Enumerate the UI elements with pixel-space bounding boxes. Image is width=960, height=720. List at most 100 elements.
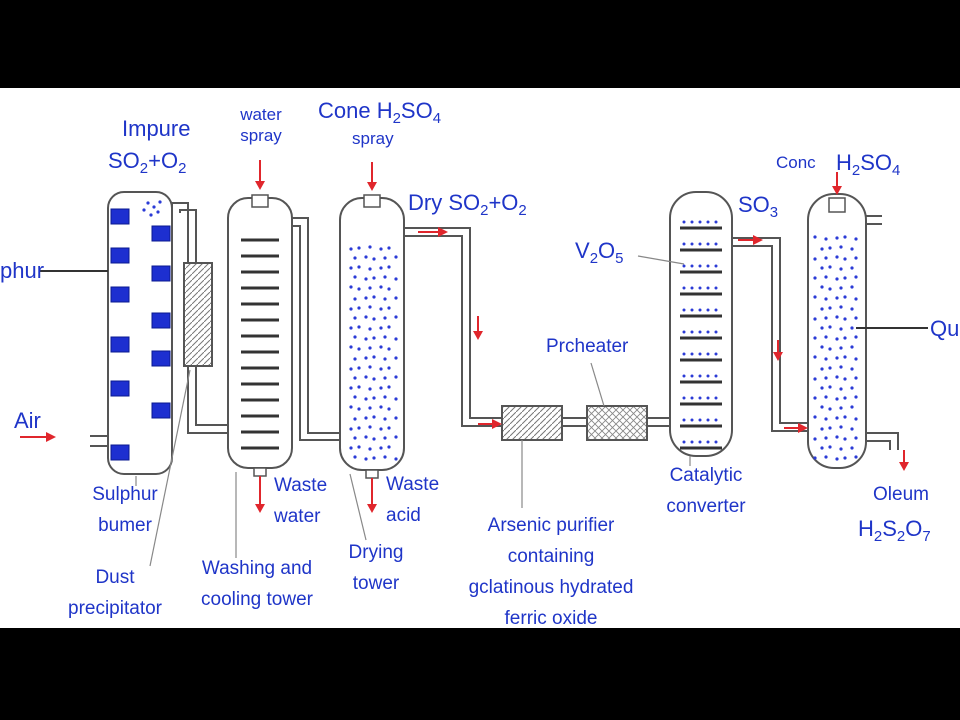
- packing-dot: [835, 457, 839, 461]
- packing-dot: [835, 375, 839, 379]
- packing-dot: [387, 347, 391, 351]
- dust-precipitator: [183, 262, 213, 367]
- packing-dot: [353, 335, 357, 339]
- packing-dot: [372, 317, 376, 321]
- air-arrow: [20, 432, 56, 442]
- packing-dot: [368, 267, 372, 271]
- packing-dot: [349, 446, 353, 450]
- packing-dot: [349, 386, 353, 390]
- packing-dot: [824, 275, 828, 279]
- packing-dot: [839, 346, 843, 350]
- label-v2o5: V2O5: [575, 238, 624, 268]
- packing-dot: [828, 407, 832, 411]
- packing-dot: [387, 306, 391, 310]
- packing-dot: [353, 357, 357, 361]
- packing-dot: [379, 266, 383, 270]
- catalyst-dot: [682, 286, 686, 290]
- packing-dot: [843, 355, 847, 359]
- catalyst-dot: [682, 440, 686, 444]
- packing-dot: [813, 257, 817, 261]
- packing-dot: [850, 345, 854, 349]
- packing-dot: [824, 395, 828, 399]
- packing-dot: [364, 356, 368, 360]
- packing-dot: [368, 387, 372, 391]
- packing-dot: [820, 386, 824, 390]
- packing-dot: [383, 436, 387, 440]
- so3-arrow: [738, 235, 763, 245]
- packing-dot: [835, 255, 839, 259]
- packing-dot: [353, 455, 357, 459]
- packing-dot: [839, 387, 843, 391]
- packing-dot: [839, 267, 843, 271]
- catalyst-dot: [706, 374, 710, 378]
- packing-dot: [835, 296, 839, 300]
- packing-dot: [828, 366, 832, 370]
- packing-dot: [379, 307, 383, 311]
- catalyst-dot: [682, 242, 686, 246]
- packing-dot: [368, 346, 372, 350]
- packing-dot: [828, 306, 832, 310]
- packing-dot: [353, 297, 357, 301]
- catalyst-dot: [706, 440, 710, 444]
- packing-dot: [368, 327, 372, 331]
- packing-dot: [383, 357, 387, 361]
- packing-dot: [820, 326, 824, 330]
- packing-dot: [353, 395, 357, 399]
- catalyst-dot: [714, 440, 718, 444]
- label-air: Air: [14, 408, 41, 433]
- catalyst-dot: [690, 286, 694, 290]
- packing-dot: [349, 427, 353, 431]
- packing-dot: [839, 245, 843, 249]
- label-preheater: Prcheater: [546, 336, 629, 357]
- catalyst-dot: [690, 396, 694, 400]
- packing-dot: [379, 345, 383, 349]
- packing-dot: [843, 396, 847, 400]
- packing-dot: [828, 246, 832, 250]
- label-conc: Conc: [776, 153, 816, 172]
- packing-dot: [820, 345, 824, 349]
- packing-dot: [824, 436, 828, 440]
- catalyst-dot: [690, 264, 694, 268]
- absorber-inlet-arrow: [784, 423, 808, 433]
- packing-dot: [835, 397, 839, 401]
- packing-dot: [835, 236, 839, 240]
- catalyst-dot: [690, 440, 694, 444]
- catalyst-dot: [690, 418, 694, 422]
- packing-dot: [394, 416, 398, 420]
- packing-dot: [379, 405, 383, 409]
- packing-dot: [839, 305, 843, 309]
- packing-dot: [394, 435, 398, 439]
- packing-dot: [353, 256, 357, 260]
- catalyst-dot: [706, 330, 710, 334]
- catalyst-dot: [690, 308, 694, 312]
- packing-dot: [368, 305, 372, 309]
- packing-dot: [813, 415, 817, 419]
- catalyst-dot: [682, 330, 686, 334]
- packing-dot: [854, 335, 858, 339]
- packing-dot: [383, 256, 387, 260]
- packing-dot: [854, 357, 858, 361]
- packing-dot: [850, 285, 854, 289]
- catalyst-dot: [690, 242, 694, 246]
- catalyst-dot: [698, 308, 702, 312]
- drying-packing-dots: [349, 245, 398, 461]
- packing-dot: [353, 417, 357, 421]
- catalyst-dot: [682, 418, 686, 422]
- packing-dot: [372, 437, 376, 441]
- label-dry-so2-o2: Dry SO2+O2: [408, 190, 527, 220]
- packing-dot: [835, 356, 839, 360]
- catalyst-dot: [714, 374, 718, 378]
- packing-dot: [357, 407, 361, 411]
- catalytic-converter: [637, 191, 733, 466]
- packing-dot: [394, 457, 398, 461]
- packing-dot: [850, 386, 854, 390]
- packing-dot: [383, 455, 387, 459]
- burner-blocks: [110, 208, 171, 461]
- packing-dot: [854, 417, 858, 421]
